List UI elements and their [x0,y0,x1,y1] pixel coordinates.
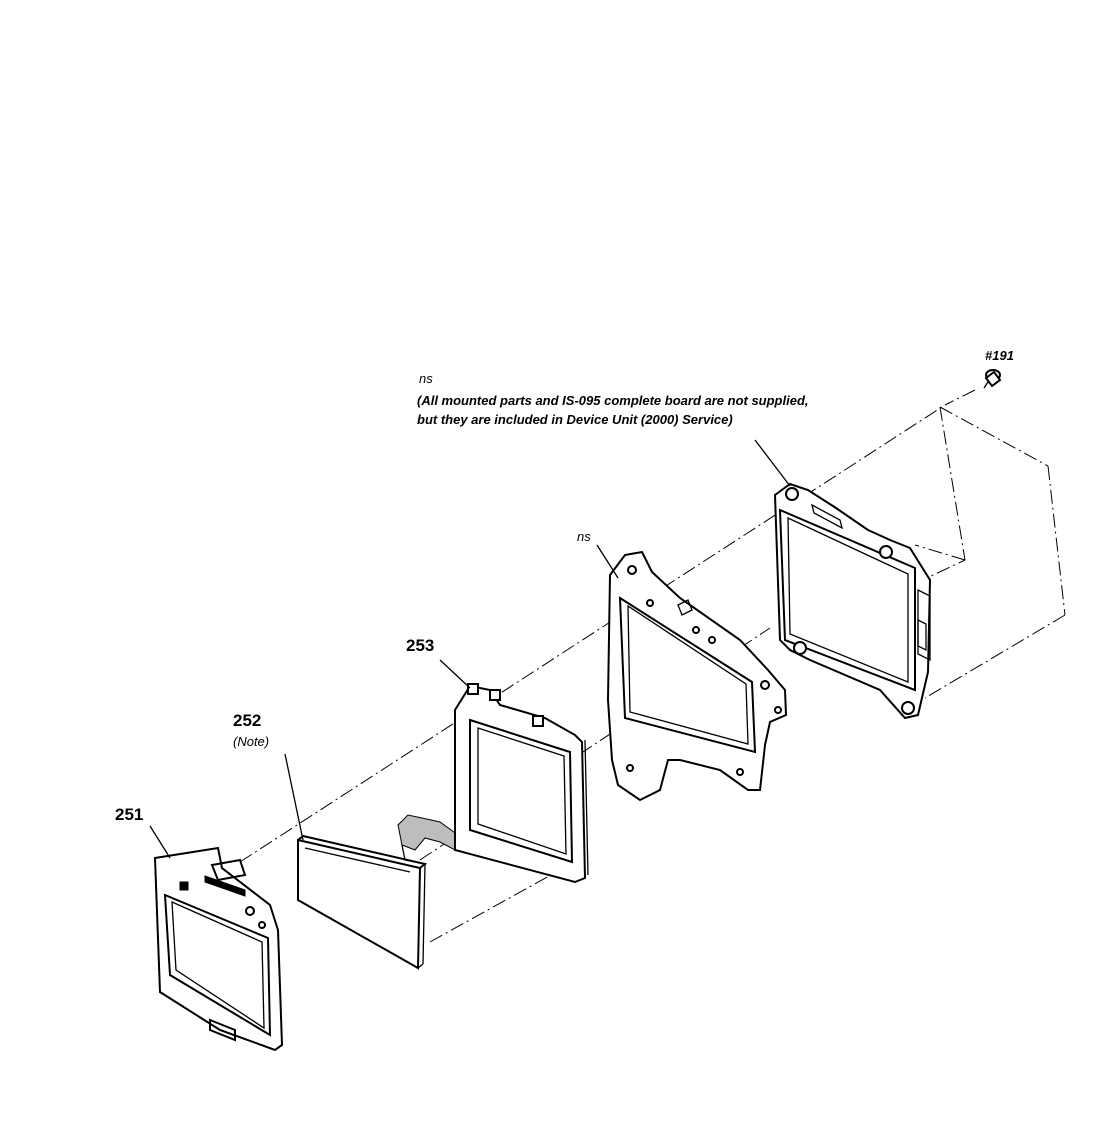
ns-label-bracket: ns [577,529,591,544]
part-253-frame [454,683,589,884]
part-label-253: 253 [406,636,435,655]
part-label-252: 252 [233,711,262,730]
part-251-front-frame [153,846,284,1052]
board-supply-note: (All mounted parts and IS-095 complete b… [417,394,809,432]
part-label-251: 251 [115,805,144,824]
ns-bracket [606,550,788,802]
screw-label-191: #191 [985,348,1014,363]
is-095-board [773,482,932,720]
screw-191 [983,369,1002,389]
part-label-252-note: (Note) [233,734,270,749]
ns-label-board: ns [419,371,433,386]
leader-lines [149,439,791,859]
part-252-sensor-plate [297,814,463,970]
board-note-line-1: (All mounted parts and IS-095 complete b… [417,393,809,408]
board-note-line-2: but they are included in Device Unit (20… [417,412,733,427]
